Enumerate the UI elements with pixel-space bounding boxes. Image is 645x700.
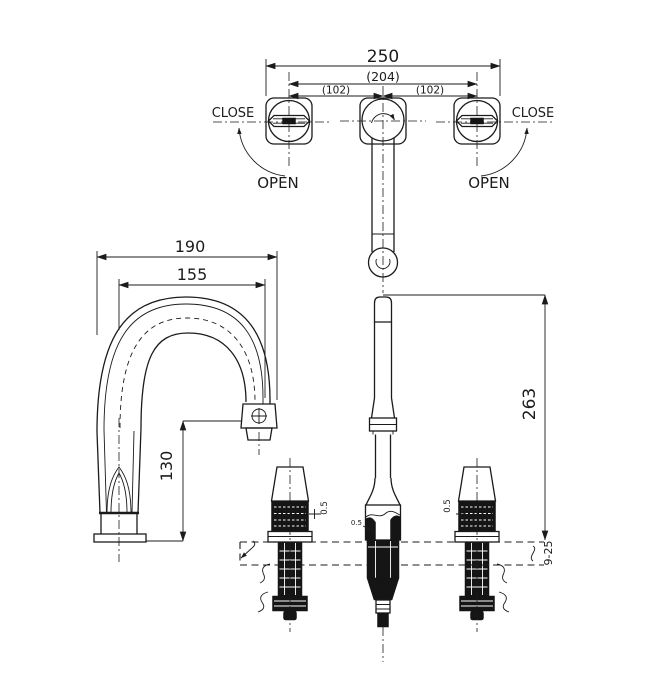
dim-190-label: 190 (175, 237, 206, 256)
dim-total-height: 263 (383, 294, 549, 541)
side-view: 190 155 (93, 237, 278, 562)
right-handle-front (454, 458, 510, 632)
spout-nozzle (240, 403, 278, 455)
spout-profile (96, 296, 271, 433)
dim-spout-height: 130 (157, 420, 242, 542)
dim-250-label: 250 (367, 47, 399, 67)
dim-204-label: (204) (366, 69, 400, 84)
dim-overall-width: 250 (265, 47, 501, 96)
gap-0-5-left: 0.5 (320, 501, 330, 515)
dim-right-spacing: (102) (382, 85, 478, 100)
close-label-left: CLOSE (212, 106, 255, 121)
dim-handle-spacing: (204) (288, 69, 478, 88)
open-close-left: CLOSE OPEN (212, 106, 299, 192)
dim-spout-reach: 155 (118, 265, 266, 398)
top-view: 250 (204) (102) (102) (212, 47, 554, 293)
break-squiggle (257, 591, 269, 613)
gap-label-left: 0.5 (309, 501, 330, 519)
dim-263-label: 263 (520, 388, 540, 420)
deck-leader-arrow (240, 547, 253, 559)
open-label-right: OPEN (468, 174, 510, 192)
left-handle-plan (265, 97, 313, 145)
dim-9-25-label: 9-25 (542, 541, 555, 566)
close-direction-arc-right (480, 127, 529, 177)
spout-front (364, 296, 402, 541)
break-squiggle (496, 563, 508, 584)
rotation-arrow-icon (371, 113, 395, 124)
gap-0-5-center: 0.5 (351, 519, 362, 527)
spout-shank (366, 539, 400, 662)
open-label-left: OPEN (257, 174, 299, 192)
dim-102-right-label: (102) (416, 85, 444, 97)
break-squiggle (259, 563, 271, 584)
spout-plan (359, 97, 407, 278)
close-direction-arc-left (237, 127, 286, 177)
dim-130-label: 130 (157, 451, 176, 482)
break-squiggle (498, 591, 510, 613)
gap-label-center: 0.5 (351, 519, 372, 531)
dim-total-reach: 190 (96, 237, 278, 400)
dim-deck-thickness: 9-25 (530, 541, 555, 566)
dim-102-left-label: (102) (322, 85, 350, 97)
open-close-right: CLOSE OPEN (468, 106, 554, 192)
gap-label-right: 0.5 (443, 499, 464, 519)
right-handle-plan (453, 97, 501, 145)
centerlines-vertical (288, 72, 478, 293)
dim-left-spacing: (102) (288, 85, 384, 100)
left-handle-front (257, 458, 313, 632)
front-view: 263 9-25 0.5 0.5 0.5 (239, 294, 555, 662)
dim-155-label: 155 (177, 265, 208, 284)
faucet-body-side (93, 418, 183, 562)
gap-0-5-right: 0.5 (443, 499, 453, 513)
close-label-right: CLOSE (512, 106, 555, 121)
